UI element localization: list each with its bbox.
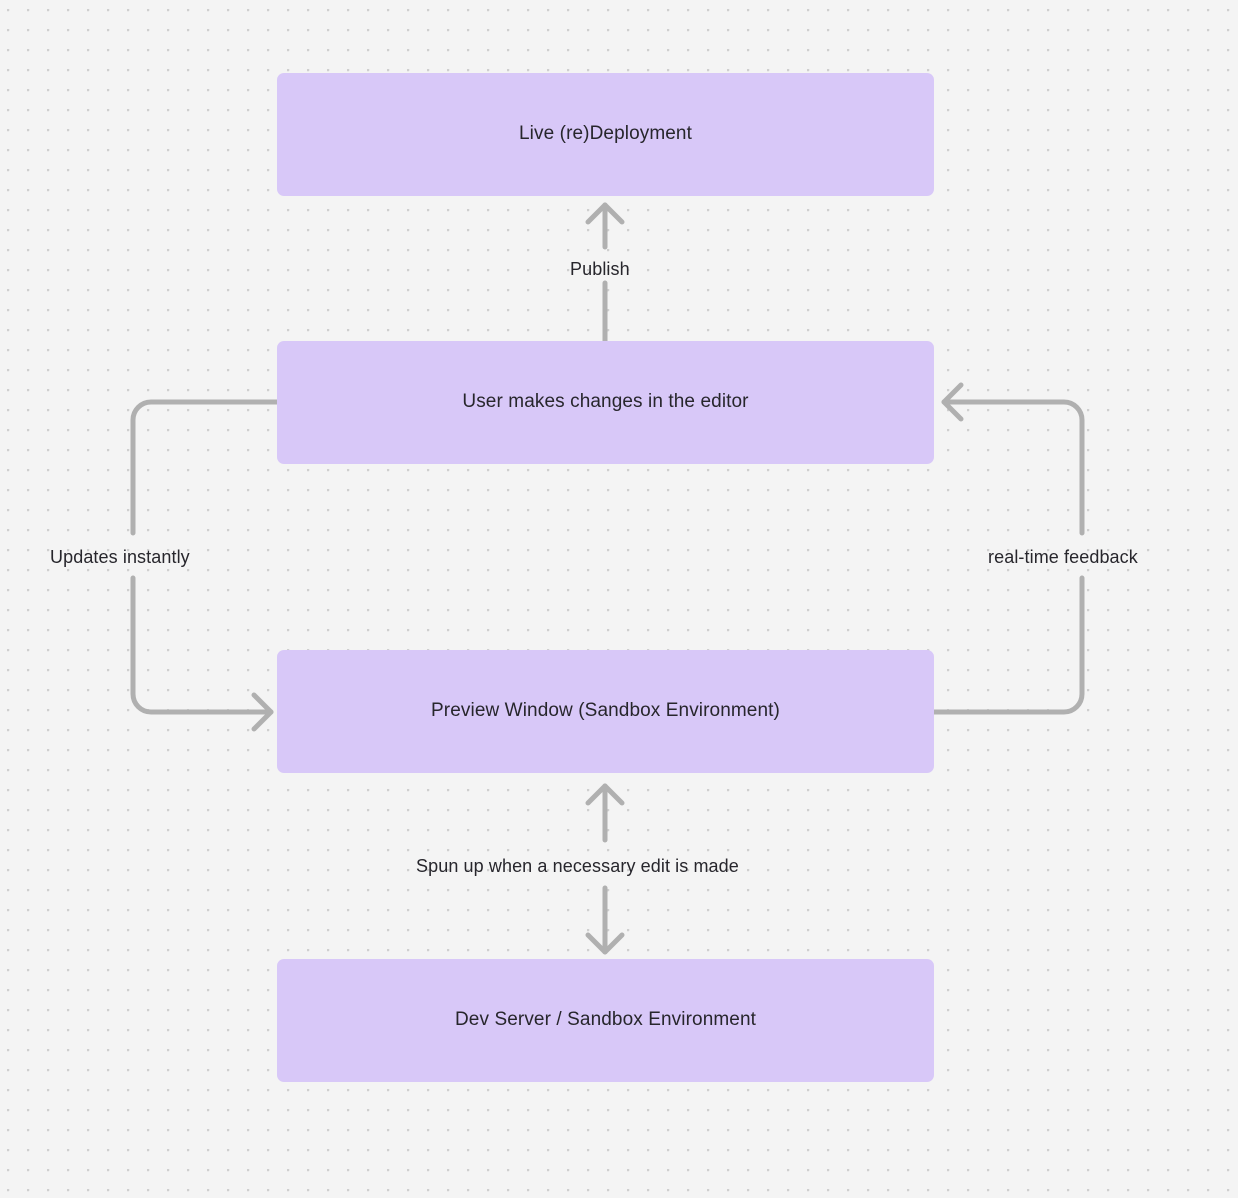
node-live-redeployment-label: Live (re)Deployment xyxy=(519,123,692,145)
edge-label-publish: Publish xyxy=(570,259,630,279)
node-live-redeployment[interactable]: Live (re)Deployment xyxy=(277,73,934,196)
node-dev-server-label: Dev Server / Sandbox Environment xyxy=(454,1009,756,1031)
node-user-makes-changes-label: User makes changes in the editor xyxy=(462,391,749,413)
node-preview-window[interactable]: Preview Window (Sandbox Environment) xyxy=(277,650,934,773)
edge-label-real-time-feedback: real-time feedback xyxy=(988,547,1138,567)
node-preview-window-label: Preview Window (Sandbox Environment) xyxy=(431,700,780,722)
edge-label-spun-up: Spun up when a necessary edit is made xyxy=(416,856,739,876)
node-dev-server[interactable]: Dev Server / Sandbox Environment xyxy=(277,959,934,1082)
edge-label-updates-instantly: Updates instantly xyxy=(50,547,190,567)
node-user-makes-changes[interactable]: User makes changes in the editor xyxy=(277,341,934,464)
